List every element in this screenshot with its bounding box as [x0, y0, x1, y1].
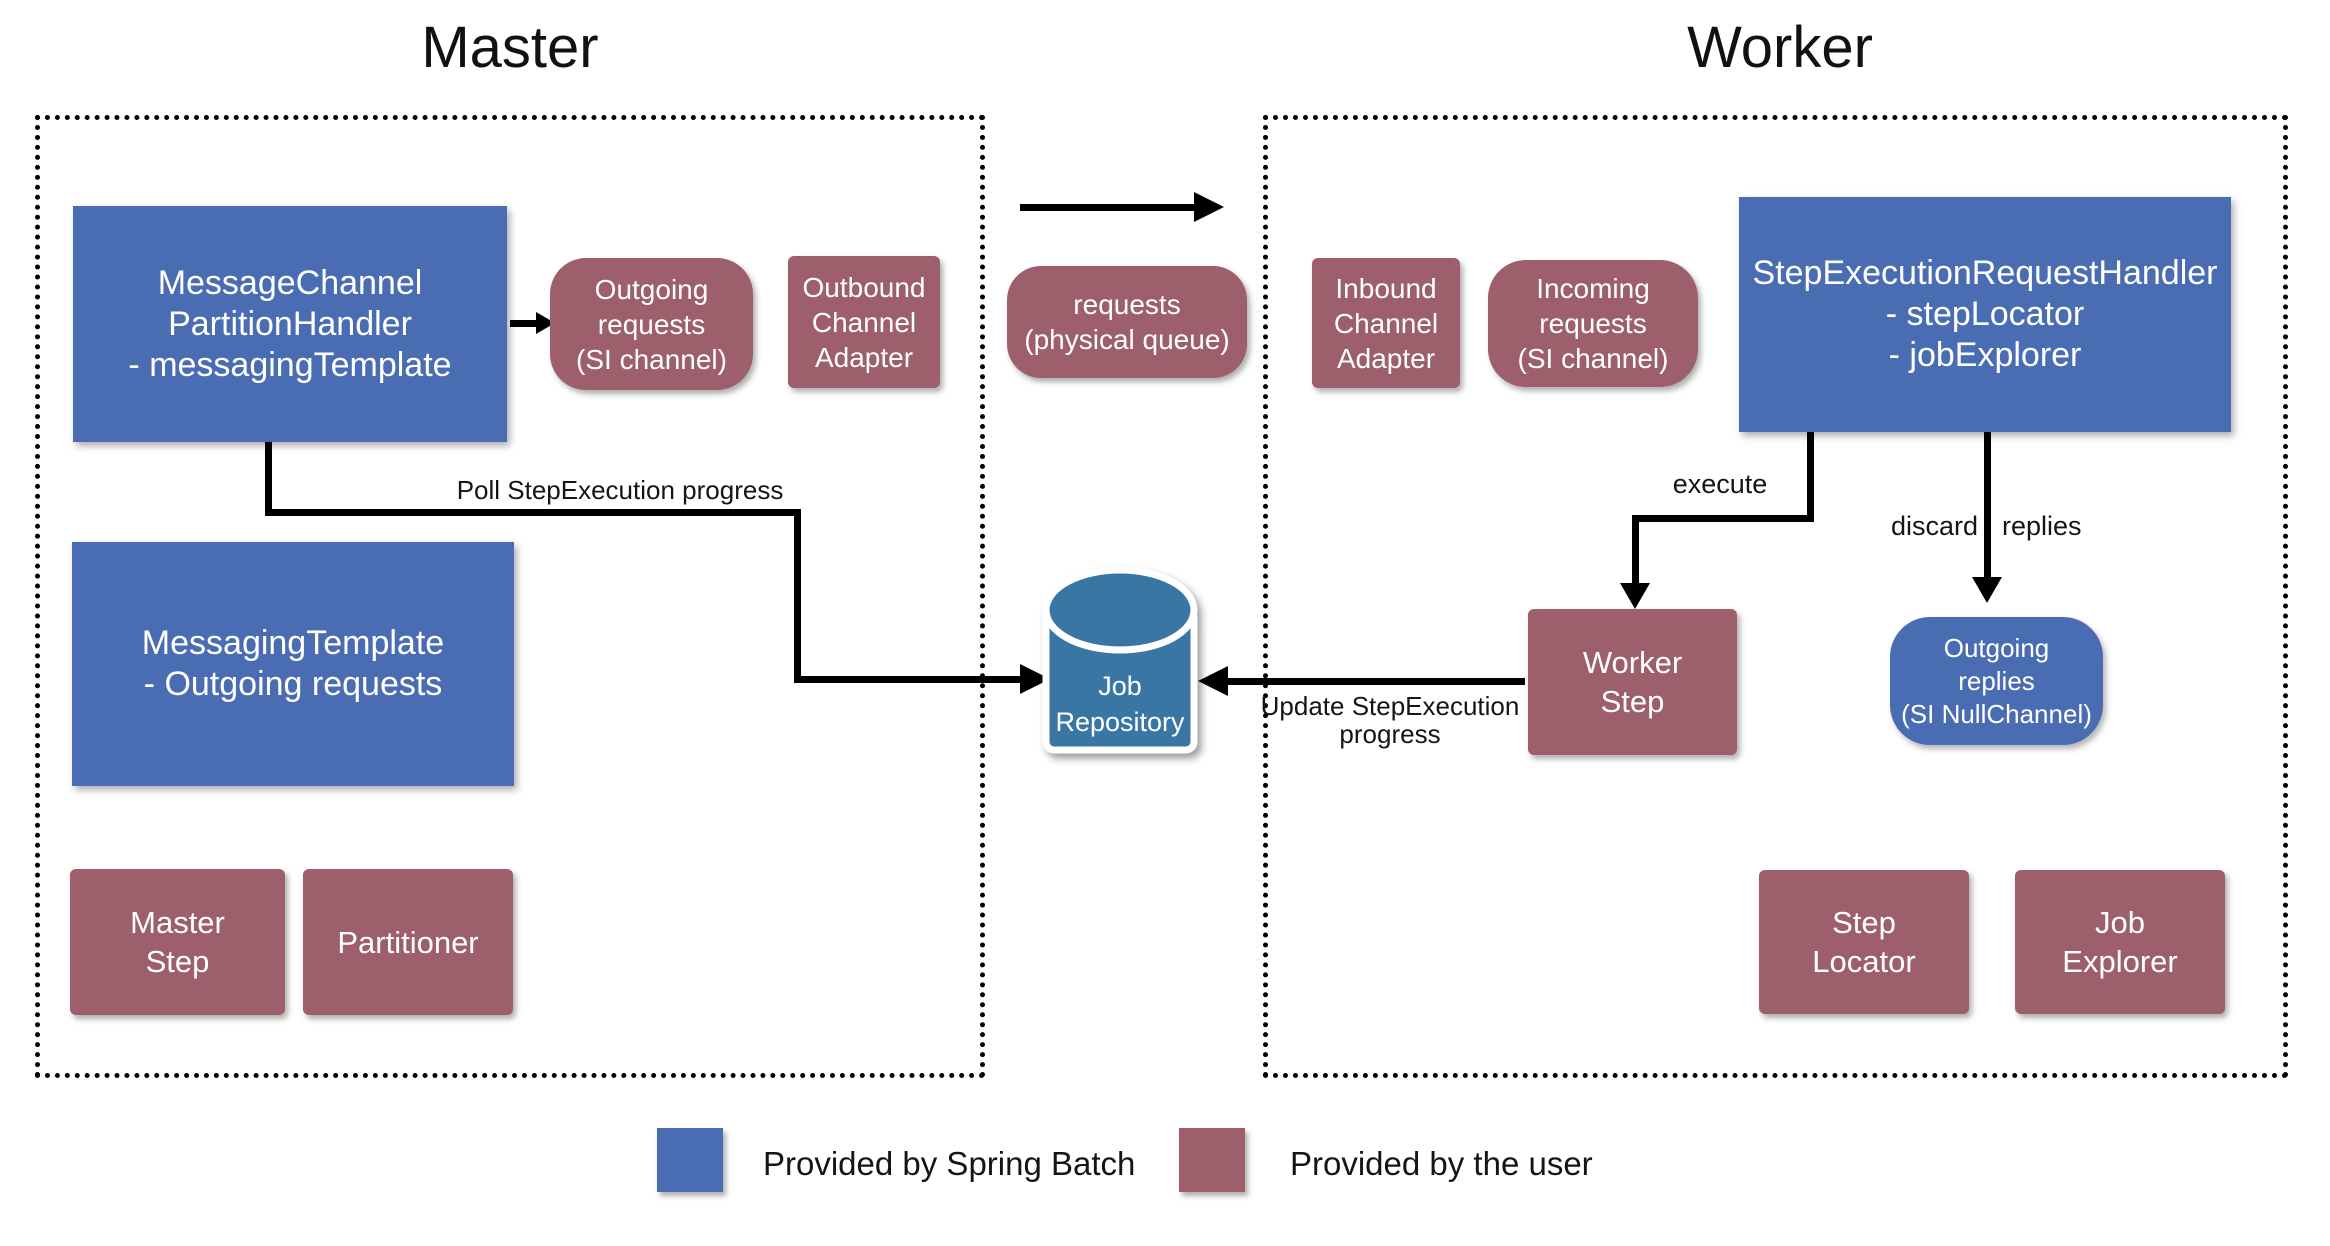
update-line-segment	[1224, 678, 1525, 685]
outgoing-replies-channel: Outgoing replies (SI NullChannel)	[1890, 617, 2103, 745]
master-region-border	[35, 115, 985, 1078]
arrowhead-right-icon	[1194, 192, 1224, 222]
update-progress-label: Update StepExecution progress	[1260, 691, 1520, 749]
poll-progress-label: Poll StepExecution progress	[456, 475, 784, 505]
legend-spring-batch-label: Provided by Spring Batch	[763, 1145, 1136, 1182]
requests-physical-queue: requests (physical queue)	[1007, 266, 1247, 378]
worker-region-border	[1263, 115, 2288, 1078]
master-title: Master	[421, 15, 599, 80]
arrowhead-down-icon	[1972, 577, 2002, 603]
outbound-channel-adapter-box: Outbound Channel Adapter	[788, 256, 940, 388]
execute-line-segment	[1632, 515, 1814, 522]
discard-label: discard	[1890, 511, 1978, 541]
master-step-box: Master Step	[70, 869, 285, 1015]
outgoing-requests-channel: Outgoing requests (SI channel)	[550, 258, 753, 390]
job-repository-cylinder: Job Repository	[1036, 564, 1204, 760]
poll-line-segment	[265, 509, 801, 516]
execute-line-segment	[1632, 515, 1639, 585]
worker-title: Worker	[1687, 15, 1873, 80]
arrowhead-left-icon	[1198, 666, 1228, 696]
replies-label: replies	[2002, 511, 2082, 541]
poll-line-segment	[794, 509, 801, 683]
legend-spring-batch-swatch	[657, 1128, 723, 1192]
partitioner-box: Partitioner	[303, 869, 513, 1015]
step-locator-box: Step Locator	[1759, 870, 1969, 1014]
discard-line-segment	[1984, 432, 1991, 579]
arrowhead-down-icon	[1620, 583, 1650, 609]
inbound-channel-adapter-box: Inbound Channel Adapter	[1312, 258, 1460, 388]
execute-label: execute	[1672, 469, 1768, 499]
incoming-requests-channel: Incoming requests (SI channel)	[1488, 260, 1698, 387]
legend-user-label: Provided by the user	[1290, 1145, 1593, 1182]
poll-line-segment	[265, 442, 272, 516]
arrow-line-handler-to-outgoing	[510, 320, 538, 327]
job-repository-label: Job Repository	[1055, 671, 1185, 737]
step-execution-request-handler-box: StepExecutionRequestHandler - stepLocato…	[1739, 197, 2231, 432]
message-channel-partition-handler-box: MessageChannel PartitionHandler - messag…	[73, 206, 507, 442]
messaging-template-box: MessagingTemplate - Outgoing requests	[72, 542, 514, 786]
legend-user-swatch	[1179, 1128, 1245, 1192]
arrow-line-master-to-worker	[1020, 204, 1196, 211]
worker-step-box: Worker Step	[1528, 609, 1737, 755]
job-explorer-box: Job Explorer	[2015, 870, 2225, 1014]
poll-line-segment	[794, 676, 1022, 683]
execute-line-segment	[1807, 432, 1814, 522]
